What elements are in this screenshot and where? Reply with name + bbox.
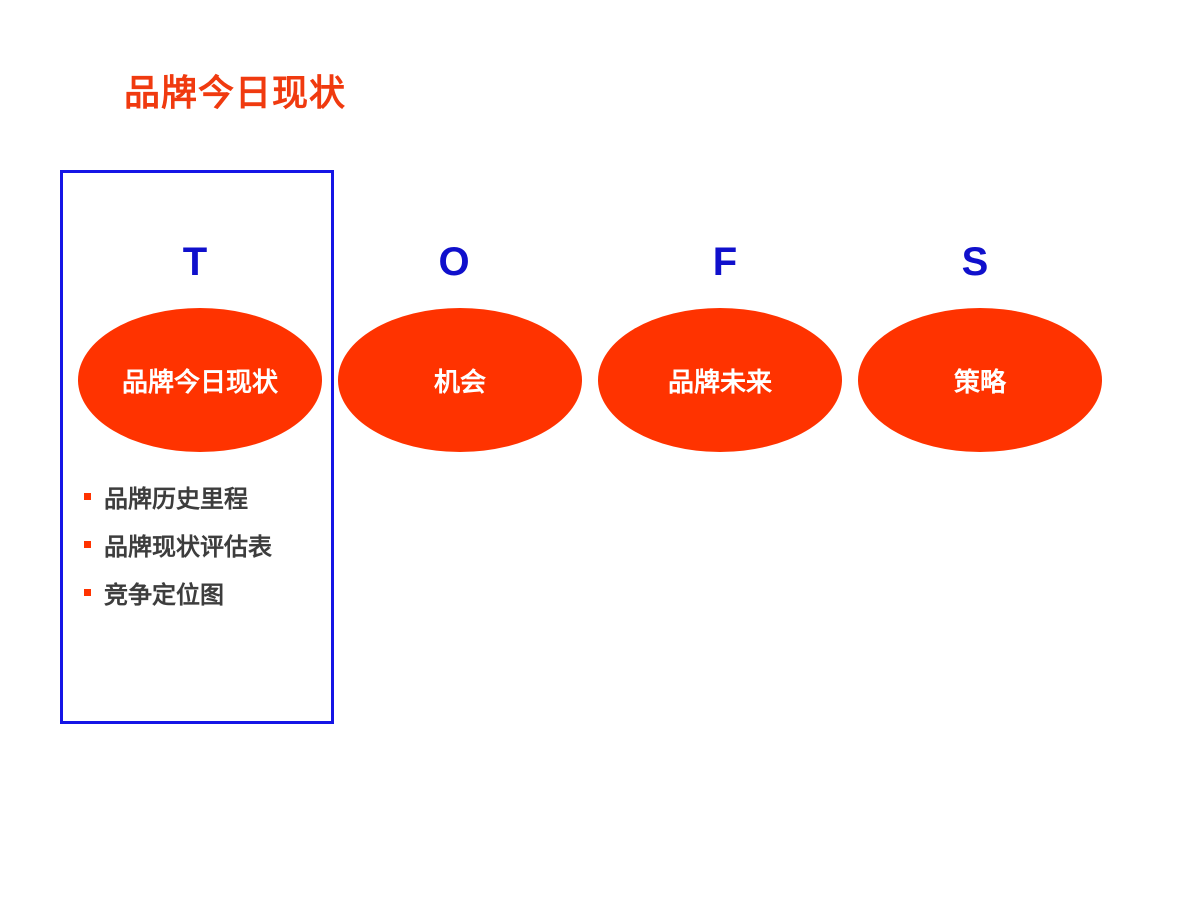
- stage-label-f: 品牌未来: [667, 367, 772, 398]
- stage-letter-s: S: [961, 240, 989, 284]
- page-title: 品牌今日现状: [124, 73, 347, 114]
- stage-label-t: 品牌今日现状: [121, 367, 278, 398]
- stage-ellipse-f: 品牌未来: [598, 308, 842, 452]
- stage-ellipse-t: 品牌今日现状: [78, 308, 322, 452]
- stage-ellipse-o: 机会: [338, 308, 582, 452]
- list-item: 竞争定位图: [84, 568, 272, 616]
- highlight-bullet-list: 品牌历史里程 品牌现状评估表 竞争定位图: [84, 472, 272, 616]
- current-stage-highlight-box: [60, 170, 334, 724]
- square-bullet-icon: [84, 540, 91, 548]
- list-item-text: 竞争定位图: [104, 580, 224, 609]
- square-bullet-icon: [84, 492, 91, 500]
- list-item: 品牌现状评估表: [84, 520, 272, 568]
- stage-label-s: 策略: [953, 367, 1006, 398]
- stage-letter-f: F: [712, 240, 738, 284]
- stage-letter-t: T: [182, 240, 208, 284]
- list-item-text: 品牌现状评估表: [104, 532, 272, 561]
- stage-label-o: 机会: [433, 367, 486, 398]
- list-item-text: 品牌历史里程: [104, 484, 248, 513]
- square-bullet-icon: [84, 588, 91, 596]
- stage-ellipse-s: 策略: [858, 308, 1102, 452]
- stage-letter-o: O: [438, 240, 470, 284]
- list-item: 品牌历史里程: [84, 472, 272, 520]
